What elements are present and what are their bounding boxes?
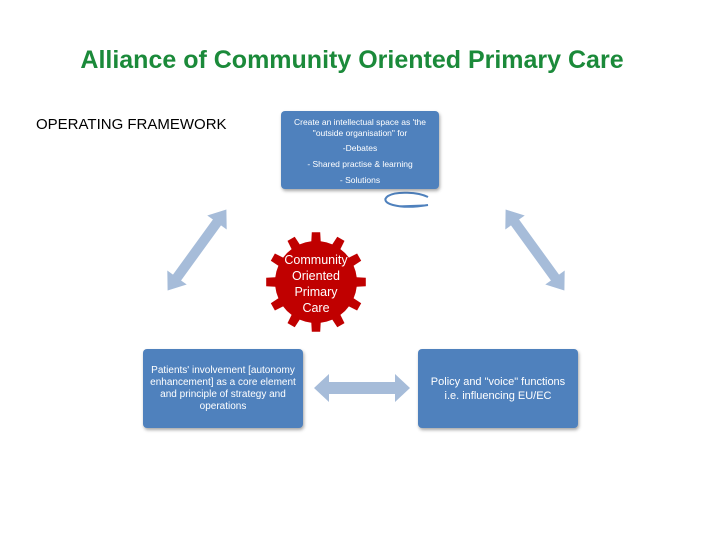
center-label: Community Oriented Primary Care: [270, 252, 362, 316]
policy-voice-text: Policy and "voice" functions i.e. influe…: [430, 375, 566, 402]
policy-voice-box: Policy and "voice" functions i.e. influe…: [418, 349, 578, 428]
top-box-item-shared-practise: - Shared practise & learning: [307, 159, 413, 169]
gear-icon: [266, 232, 366, 332]
double-arrow-right: [505, 209, 565, 291]
double-arrow-bottom: [314, 374, 410, 402]
top-box-item-solutions: - Solutions: [339, 175, 381, 185]
center-label-line: Care: [302, 301, 330, 315]
patients-involvement-box: Patients' involvement [autonomy enhancem…: [143, 349, 303, 428]
intellectual-space-intro: Create an intellectual space as 'the "ou…: [293, 117, 427, 138]
center-label-line: Oriented: [292, 269, 340, 283]
double-arrow-left: [167, 209, 227, 291]
page-title: Alliance of Community Oriented Primary C…: [80, 46, 624, 74]
gear-body: [266, 232, 366, 332]
top-box-item-debates: -Debates: [342, 143, 378, 153]
patients-involvement-text: Patients' involvement [autonomy enhancem…: [150, 364, 296, 412]
intellectual-space-box: Create an intellectual space as 'the "ou…: [281, 111, 439, 189]
cycle-arrow-icon: [384, 191, 429, 208]
center-label-line: Community: [284, 253, 348, 267]
center-label-line: Primary: [294, 285, 338, 299]
framework-subtitle: OPERATING FRAMEWORK: [36, 116, 227, 133]
